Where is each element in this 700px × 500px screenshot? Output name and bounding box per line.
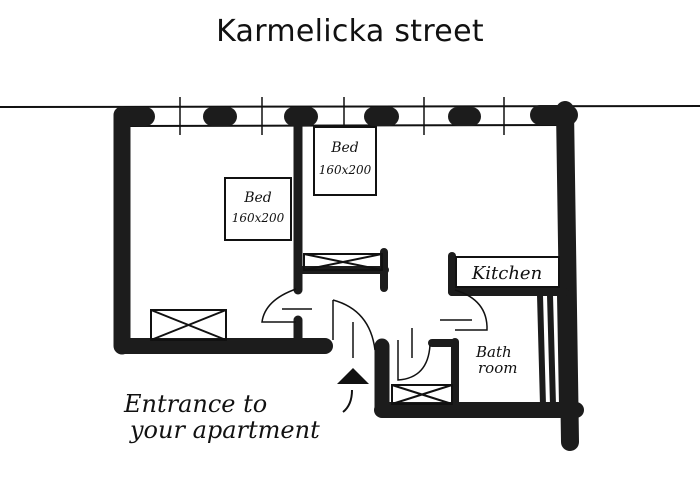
bed-1 [224,177,292,241]
cabinets [150,253,453,405]
entrance-arrow-icon [337,368,369,384]
bed-2 [313,126,377,196]
street-line [0,105,700,108]
bed-1-label: Bed [243,190,272,206]
kitchen-counter [455,256,560,288]
bathroom-label-line2: room [478,359,517,377]
entrance-label-line1: Entrance to [123,390,267,418]
bathroom-label-line1: Bath [475,343,512,361]
entrance-label-line2: your apartment [129,416,320,444]
entrance-arrow-stem [342,389,353,413]
kitchen-label: Kitchen [471,263,542,284]
windows [115,105,578,126]
street-title: Karmelicka street [216,14,484,49]
facade-inner-line [119,124,566,127]
bed-2-size: 160x200 [319,163,372,177]
bed-2-label: Bed [330,140,359,156]
door-swings [261,288,488,381]
bed-1-size: 160x200 [232,211,285,225]
